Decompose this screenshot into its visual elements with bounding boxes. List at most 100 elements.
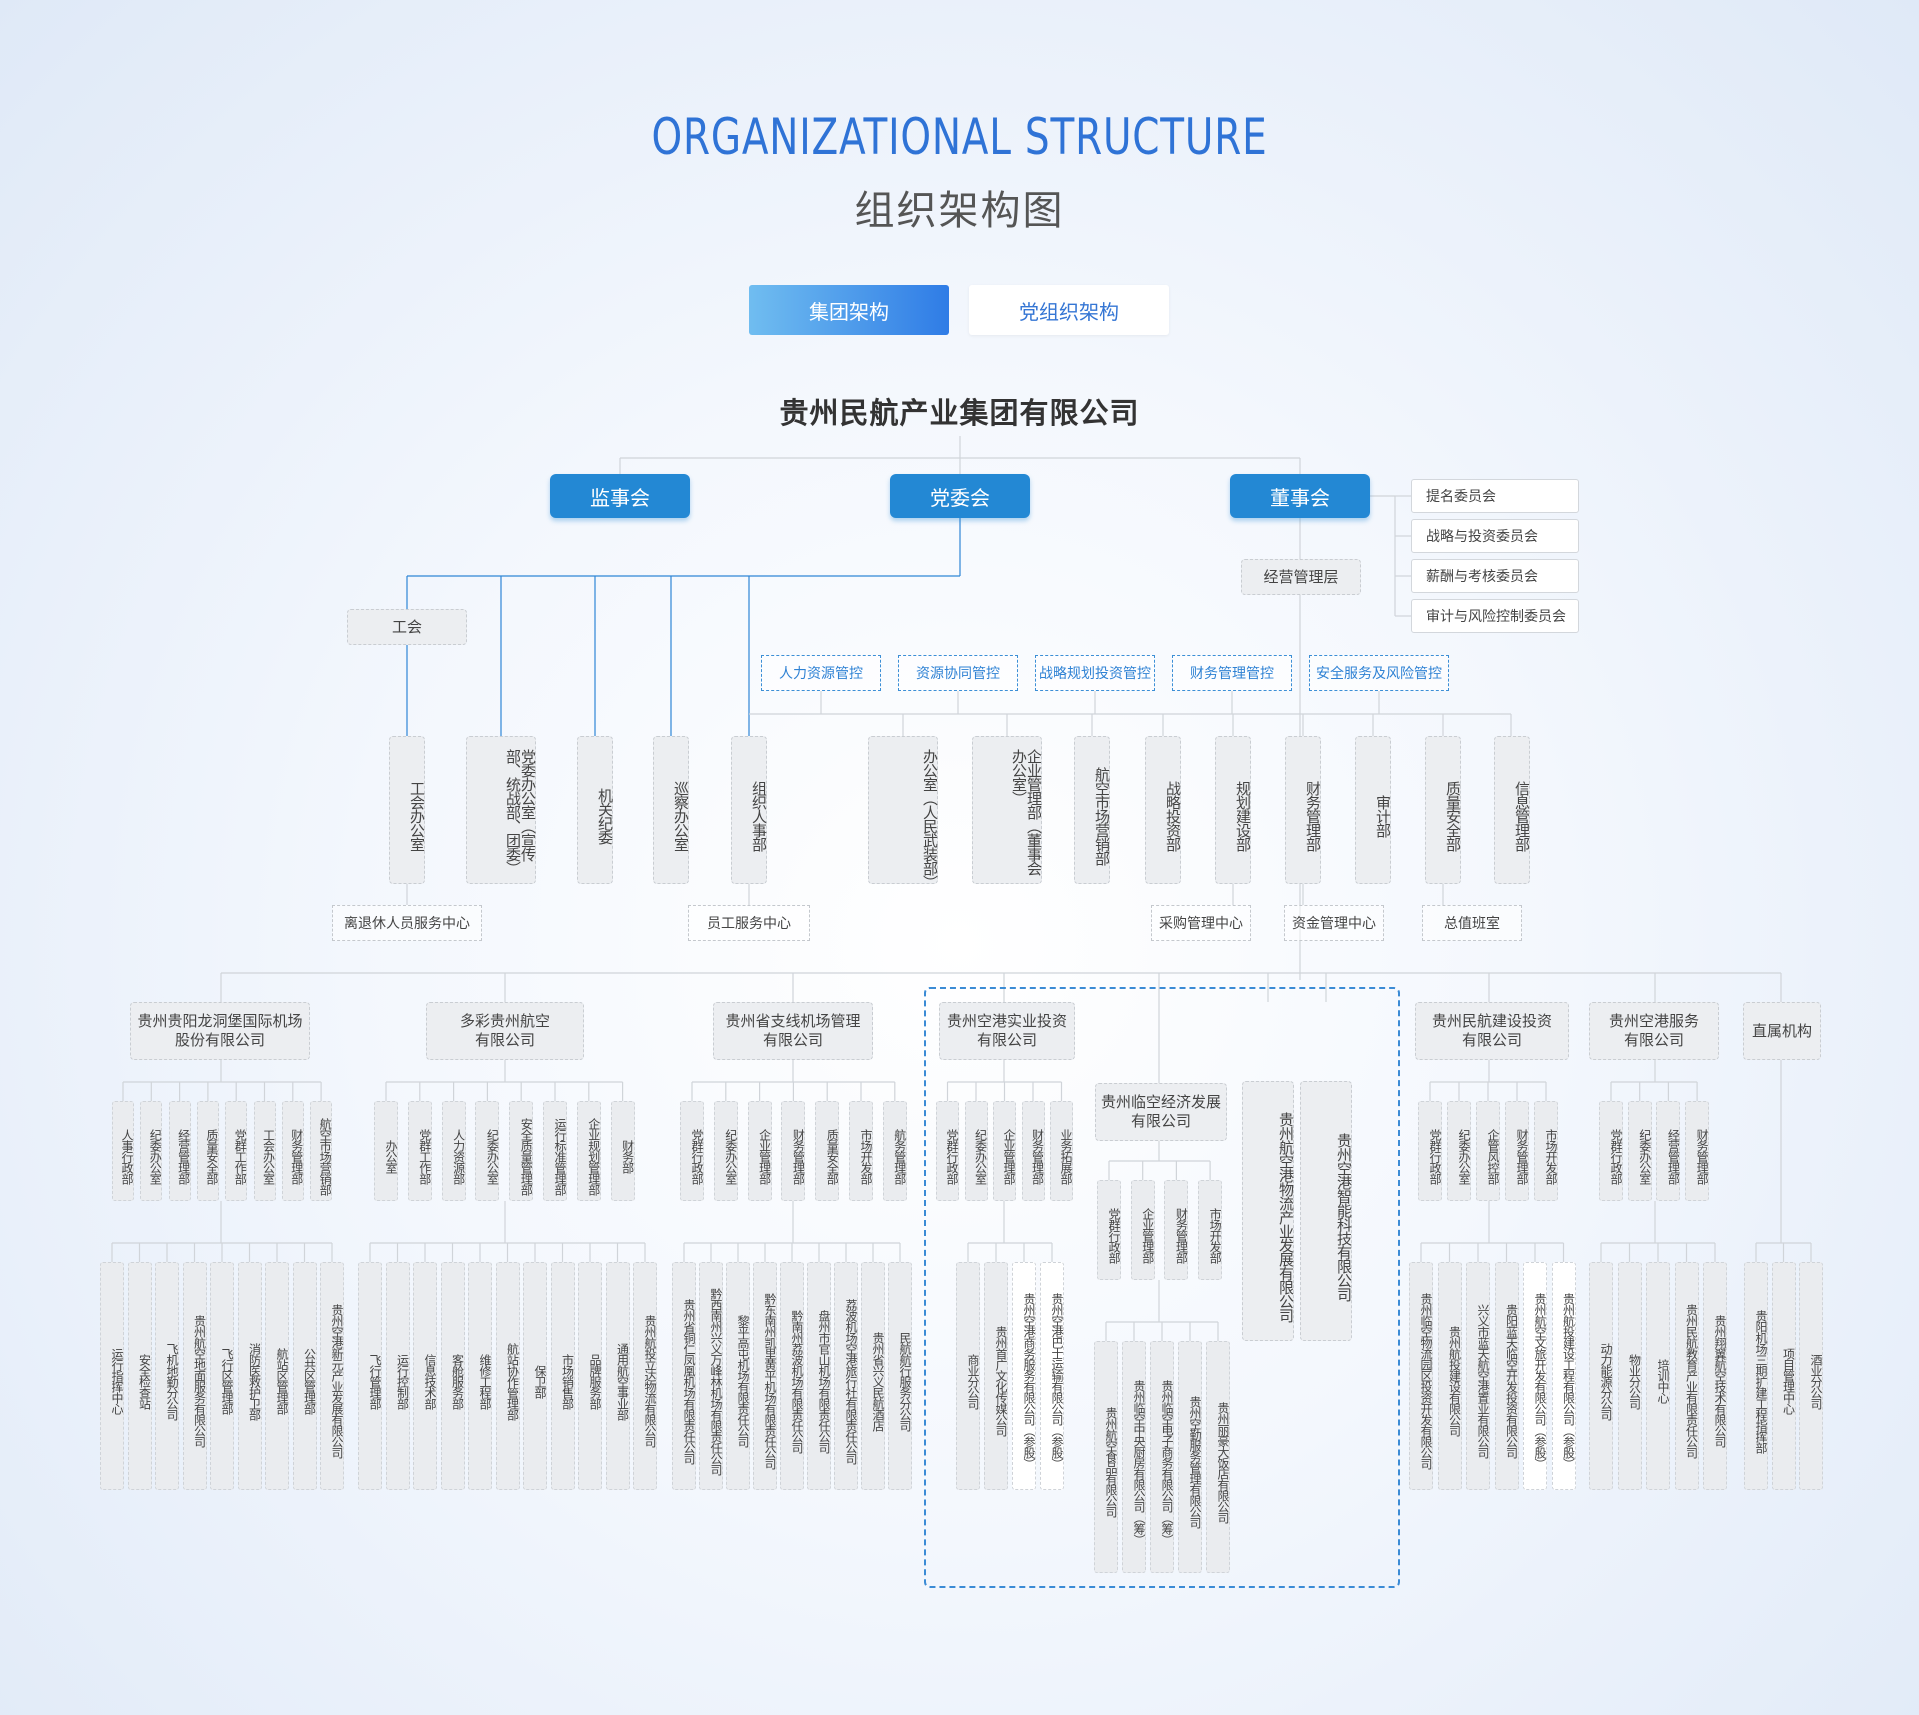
- subsidiary-dept[interactable]: 市场开发部: [1198, 1180, 1223, 1280]
- subsidiary-airport-industry-investment[interactable]: 贵州空港实业投资 有限公司: [939, 1002, 1075, 1060]
- tab-party-structure[interactable]: 党组织架构: [969, 285, 1169, 335]
- subsidiary-dept[interactable]: 纪委办公室: [1627, 1101, 1652, 1201]
- dept-party-office[interactable]: 党委办公室（宣传部、统战部、团委）: [466, 736, 536, 884]
- subsidiary-unit[interactable]: 贵州空港商务服务有限公司（参股）: [1012, 1262, 1036, 1490]
- subsidiary-dept[interactable]: 党群工作部: [225, 1101, 248, 1201]
- subsidiary-dept[interactable]: 财务管理部: [281, 1101, 304, 1201]
- subsidiary-dept[interactable]: 纪委办公室: [475, 1101, 500, 1201]
- subsidiary-unit[interactable]: 贵州省兴义民航酒店: [861, 1262, 885, 1490]
- subsidiary-unit[interactable]: 飞机地勤分公司: [155, 1262, 179, 1490]
- subsidiary-unit[interactable]: 贵州航空地面服务有限公司: [182, 1262, 207, 1490]
- subsidiary-dept[interactable]: 财务管理部: [1021, 1101, 1045, 1201]
- subsidiary-dept[interactable]: 市场开发部: [1534, 1101, 1558, 1201]
- subsidiary-unit[interactable]: 公共区管理部: [292, 1262, 317, 1490]
- subsidiary-longdongbao-airport[interactable]: 贵州贵阳龙洞堡国际机场 股份有限公司: [130, 1002, 310, 1060]
- subsidiary-dept[interactable]: 财务部: [610, 1101, 635, 1201]
- subsidiary-unit[interactable]: 市场销售部: [550, 1262, 575, 1490]
- subsidiary-unit[interactable]: 兴义市蓝天航空港置业有限公司: [1466, 1262, 1490, 1490]
- subsidiary-dept[interactable]: 纪委办公室: [140, 1101, 163, 1201]
- subsidiary-unit[interactable]: 贵阳机场三期扩建工程指挥部: [1744, 1262, 1768, 1490]
- subsidiary-unit[interactable]: 黔西南州兴义万峰林机场有限责任公司: [699, 1262, 723, 1490]
- party-committee-node[interactable]: 党委会: [890, 474, 1030, 518]
- subsidiary-colorful-guizhou-airlines[interactable]: 多彩贵州航空 有限公司: [426, 1002, 584, 1060]
- direct-institutions[interactable]: 直属机构: [1743, 1002, 1821, 1060]
- subsidiary-dept[interactable]: 财务管理部: [781, 1101, 806, 1201]
- subsidiary-unit[interactable]: 物业分公司: [1617, 1262, 1642, 1490]
- committee-nomination[interactable]: 提名委员会: [1411, 479, 1579, 513]
- subsidiary-dept[interactable]: 人力资源部: [441, 1101, 466, 1201]
- dept-organization-hr[interactable]: 组织人事部: [731, 736, 767, 884]
- tab-group-structure[interactable]: 集团架构: [749, 285, 949, 335]
- subsidiary-unit[interactable]: 贵州省铜仁凤凰机场有限责任公司: [672, 1262, 696, 1490]
- subsidiary-dept[interactable]: 企业规划管理部: [576, 1101, 601, 1201]
- subsidiary-dept[interactable]: 财务管理部: [1505, 1101, 1529, 1201]
- subsidiary-dept[interactable]: 纪委办公室: [964, 1101, 988, 1201]
- subsidiary-dept[interactable]: 质量安全部: [196, 1101, 219, 1201]
- subsidiary-unit[interactable]: 黔南州荔波机场有限责任公司: [780, 1262, 804, 1490]
- subsidiary-dept[interactable]: 工会办公室: [253, 1101, 276, 1201]
- subsidiary-dept[interactable]: 市场开发部: [849, 1101, 873, 1201]
- subsidiary-dept[interactable]: 经营管理部: [168, 1101, 191, 1201]
- subsidiary-unit[interactable]: 安全检查站: [127, 1262, 152, 1490]
- subsidiary-unit[interactable]: 贵州空勤服务管理有限公司: [1178, 1341, 1202, 1573]
- subsidiary-unit[interactable]: 贵州航投立达物流有限公司: [633, 1262, 657, 1490]
- center-retiree-service[interactable]: 离退休人员服务中心: [332, 905, 482, 941]
- subsidiary-unit[interactable]: 客舱服务部: [440, 1262, 465, 1490]
- subsidiary-unit[interactable]: 贵州翔翼航空技术有限公司: [1703, 1262, 1727, 1490]
- subsidiary-unit[interactable]: 贵州民航教育产业有限责任公司: [1674, 1262, 1699, 1490]
- subsidiary-unit[interactable]: 贵阳蓝天临空开发投资有限公司: [1494, 1262, 1519, 1490]
- dept-marketing[interactable]: 航空市场营销部: [1074, 736, 1110, 884]
- subsidiary-dept[interactable]: 党群行政部: [936, 1101, 959, 1201]
- dept-finance[interactable]: 财务管理部: [1285, 736, 1321, 884]
- subsidiary-dept[interactable]: 财务管理部: [1164, 1180, 1189, 1280]
- subsidiary-unit[interactable]: 酒业分公司: [1799, 1262, 1823, 1490]
- dept-strategic-investment[interactable]: 战略投资部: [1145, 736, 1181, 884]
- subsidiary-unit[interactable]: 项目管理中心: [1771, 1262, 1796, 1490]
- center-duty-office[interactable]: 总值班室: [1422, 905, 1522, 941]
- dept-union-office[interactable]: 工会办公室: [389, 736, 425, 884]
- dept-discipline[interactable]: 机关纪委: [577, 736, 613, 884]
- subsidiary-unit[interactable]: 贵州空港巴士运输有限公司（参股）: [1040, 1262, 1064, 1490]
- subsidiary-dept[interactable]: 党群行政部: [1599, 1101, 1623, 1201]
- subsidiary-dept[interactable]: 纪委办公室: [713, 1101, 738, 1201]
- subsidiary-dept[interactable]: 财务管理部: [1685, 1101, 1710, 1201]
- dept-inspection[interactable]: 巡察办公室: [653, 736, 689, 884]
- subsidiary-dept[interactable]: 运行标准管理部: [543, 1101, 567, 1201]
- subsidiary-dept[interactable]: 办公室: [374, 1101, 398, 1201]
- subsidiary-airport-logistics[interactable]: 贵州航空港物流产业发展有限公司: [1242, 1081, 1294, 1341]
- subsidiary-dept[interactable]: 人事行政部: [112, 1101, 134, 1201]
- subsidiary-dept[interactable]: 业务拓展部: [1050, 1101, 1073, 1201]
- dept-enterprise-management[interactable]: 企业管理部（董事会办公室）: [972, 736, 1042, 884]
- subsidiary-unit[interactable]: 黔东南州凯里黄平机场有限责任公司: [753, 1262, 777, 1490]
- subsidiary-aviation-construction[interactable]: 贵州民航建设投资 有限公司: [1415, 1002, 1569, 1060]
- union-node[interactable]: 工会: [347, 609, 467, 645]
- subsidiary-dept[interactable]: 企业管理部: [747, 1101, 772, 1201]
- subsidiary-airport-smart-tech[interactable]: 贵州空港智能科技有限公司: [1300, 1081, 1352, 1341]
- dept-information[interactable]: 信息管理部: [1494, 736, 1530, 884]
- subsidiary-unit[interactable]: 消防医救护卫部: [237, 1262, 262, 1490]
- subsidiary-dept[interactable]: 党群工作部: [407, 1101, 432, 1201]
- subsidiary-unit[interactable]: 品牌服务部: [578, 1262, 602, 1490]
- dept-planning-construction[interactable]: 规划建设部: [1215, 736, 1251, 884]
- subsidiary-regional-airports[interactable]: 贵州省支线机场管理 有限公司: [713, 1002, 873, 1060]
- supervisory-board-node[interactable]: 监事会: [550, 474, 690, 518]
- subsidiary-unit[interactable]: 贵州临空电子商务有限公司（筹）: [1150, 1341, 1174, 1573]
- subsidiary-unit[interactable]: 贵州首广文化传媒公司: [984, 1262, 1008, 1490]
- subsidiary-unit[interactable]: 贵州航空食品有限公司: [1094, 1341, 1118, 1573]
- subsidiary-dept[interactable]: 经营管理部: [1656, 1101, 1681, 1201]
- subsidiary-unit[interactable]: 贵州空港新元产业发展有限公司: [320, 1262, 344, 1490]
- subsidiary-unit[interactable]: 贵州航空文旅开发有限公司（参股）: [1523, 1262, 1547, 1490]
- subsidiary-unit[interactable]: 荔波机场空港旅行社有限责任公司: [834, 1262, 858, 1490]
- subsidiary-dept[interactable]: 航务管理部: [882, 1101, 907, 1201]
- subsidiary-unit[interactable]: 贵州临空中央厨房有限公司（筹）: [1122, 1341, 1146, 1573]
- dept-audit[interactable]: 审计部: [1355, 736, 1391, 884]
- dept-quality-safety[interactable]: 质量安全部: [1425, 736, 1461, 884]
- committee-strategy-investment[interactable]: 战略与投资委员会: [1411, 519, 1579, 553]
- subsidiary-dept[interactable]: 企业管理部: [1130, 1180, 1155, 1280]
- subsidiary-airport-service[interactable]: 贵州空港服务 有限公司: [1589, 1002, 1719, 1060]
- subsidiary-dept[interactable]: 党群行政部: [1418, 1101, 1442, 1201]
- subsidiary-unit[interactable]: 运行控制部: [385, 1262, 410, 1490]
- subsidiary-unit[interactable]: 飞行管理部: [358, 1262, 382, 1490]
- subsidiary-unit[interactable]: 运行指挥中心: [100, 1262, 124, 1490]
- subsidiary-dept[interactable]: 企业管理部: [993, 1101, 1016, 1201]
